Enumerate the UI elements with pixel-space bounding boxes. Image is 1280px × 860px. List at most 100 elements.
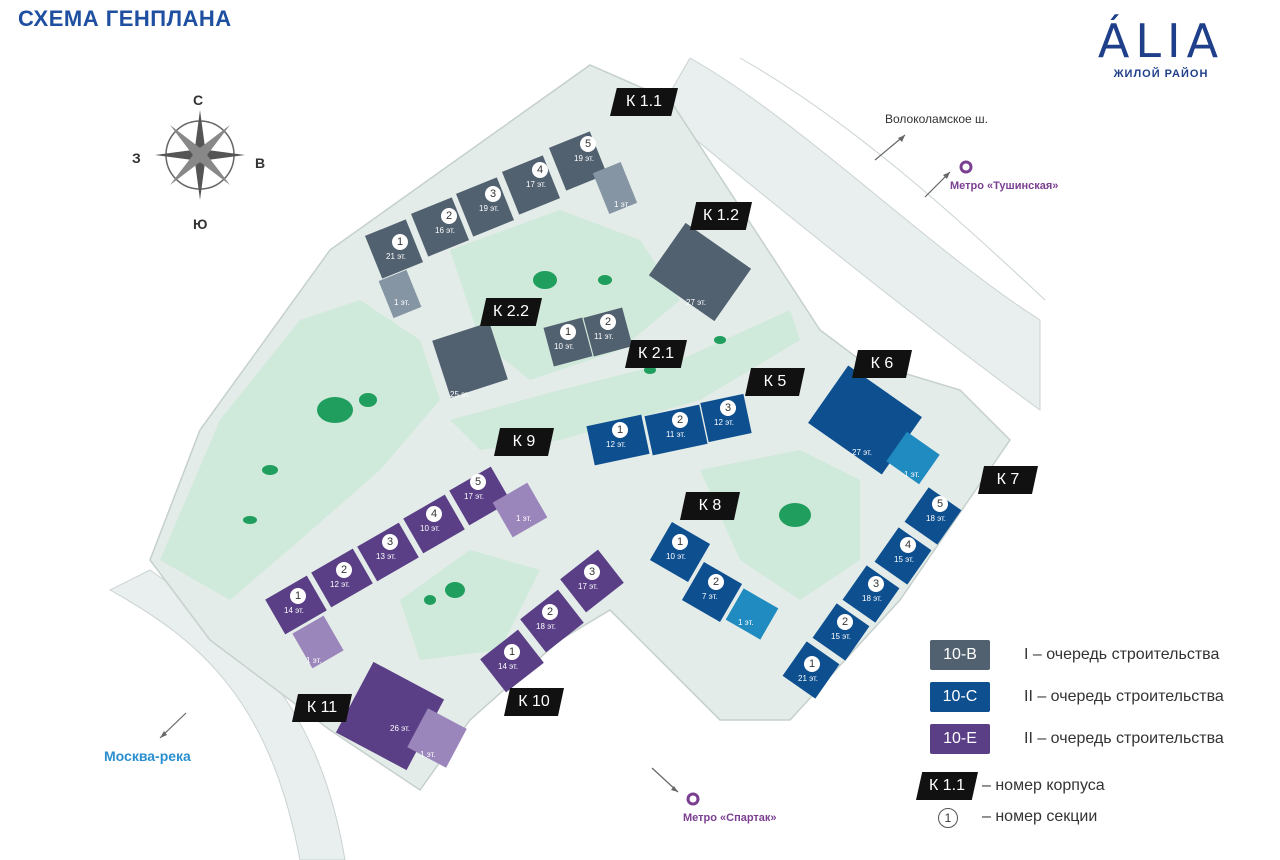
building-floors: 27 эт.: [686, 298, 707, 307]
building-k9: [265, 466, 511, 635]
building-floors: 26 эт.: [390, 724, 411, 733]
section-floors: 17 эт.: [578, 582, 599, 591]
compass-rose: [155, 110, 245, 200]
section-number: 1: [612, 422, 628, 438]
tag-k1-1[interactable]: К 1.1: [610, 88, 678, 116]
section-number: 3: [720, 400, 736, 416]
annex-floors: 1 эт.: [306, 656, 322, 665]
section-floors: 18 эт.: [862, 594, 883, 603]
section-number: 1: [290, 588, 306, 604]
section-number: 4: [532, 162, 548, 178]
legend-tag-example: К 1.1: [916, 772, 978, 800]
annex-floors: 1 эт.: [614, 200, 630, 209]
section-number: 5: [932, 496, 948, 512]
section-number: 3: [485, 186, 501, 202]
section-number: 5: [580, 136, 596, 152]
compass-east: В: [255, 155, 266, 171]
south-courtyard: [400, 550, 540, 660]
section-floors: 16 эт.: [435, 226, 456, 235]
section-floors: 13 эт.: [376, 552, 397, 561]
building-k10: [480, 549, 624, 693]
metro-spartak-label: Метро «Спартак»: [683, 812, 777, 824]
section-number: 3: [584, 564, 600, 580]
section-floors: 17 эт.: [464, 492, 485, 501]
legend-section-text: – номер секции: [982, 808, 1098, 825]
section-floors: 11 эт.: [594, 332, 614, 341]
tag-k1-2[interactable]: К 1.2: [690, 202, 752, 230]
legend-section-example: 1: [938, 808, 958, 828]
section-floors: 15 эт.: [831, 632, 852, 641]
section-number: 1: [672, 534, 688, 550]
section-floors: 10 эт.: [420, 524, 441, 533]
section-number: 5: [470, 474, 486, 490]
section-floors: 11 эт.: [666, 430, 686, 439]
legend-text: I – очередь строительства: [1024, 646, 1220, 663]
section-floors: 19 эт.: [479, 204, 500, 213]
section-floors: 12 эт.: [606, 440, 627, 449]
central-boulevard: [450, 310, 800, 450]
building-floors: 27 эт.: [852, 448, 873, 457]
section-number: 1: [560, 324, 576, 340]
building-k6: [808, 365, 922, 475]
legend-tag-text: – номер корпуса: [982, 777, 1105, 794]
section-number: 4: [426, 506, 442, 522]
annex-floors: 1 эт.: [904, 470, 920, 479]
page-title: СХЕМА ГЕНПЛАНА: [18, 6, 232, 31]
section-floors: 10 эт.: [666, 552, 687, 561]
road-label: Волоколамское ш.: [885, 112, 988, 126]
east-courtyard: [700, 450, 860, 600]
section-floors: 18 эт.: [536, 622, 557, 631]
annex-floors: 1 эт.: [420, 750, 436, 759]
section-floors: 17 эт.: [526, 180, 547, 189]
section-number: 2: [441, 208, 457, 224]
tag-k10[interactable]: К 10: [504, 688, 564, 716]
legend-text: II – очередь строительства: [1024, 730, 1224, 747]
building-k8-s2: [681, 561, 743, 623]
section-floors: 21 эт.: [386, 252, 407, 261]
building-k2-1-s2: [583, 307, 633, 357]
tag-k11[interactable]: К 11: [292, 694, 352, 722]
section-number: 3: [382, 534, 398, 550]
tag-k2-1[interactable]: К 2.1: [625, 340, 687, 368]
legend-badge: 10-C: [930, 682, 990, 712]
building-k5: [586, 393, 752, 466]
logo-subtitle: ЖИЛОЙ РАЙОН: [1113, 68, 1209, 80]
section-number: 4: [900, 537, 916, 553]
building-k2-2: [432, 322, 508, 398]
section-number: 2: [542, 604, 558, 620]
compass-south: Ю: [193, 216, 208, 232]
park-pond: [317, 397, 353, 423]
section-floors: 14 эт.: [498, 662, 519, 671]
section-floors: 12 эт.: [714, 418, 735, 427]
section-number: 3: [868, 576, 884, 592]
metro-tushinskaya-label: Метро «Тушинская»: [950, 180, 1059, 192]
section-number: 2: [837, 614, 853, 630]
tag-k8[interactable]: К 8: [680, 492, 740, 520]
tag-k5[interactable]: К 5: [745, 368, 805, 396]
compass-north: С: [193, 92, 204, 108]
legend-badge: 10-B: [930, 640, 990, 670]
tag-k9[interactable]: К 9: [494, 428, 554, 456]
section-floors: 18 эт.: [926, 514, 947, 523]
section-floors: 10 эт.: [554, 342, 575, 351]
section-floors: 21 эт.: [798, 674, 819, 683]
section-number: 2: [708, 574, 724, 590]
highway-road: [659, 57, 1041, 411]
section-floors: 12 эт.: [330, 580, 351, 589]
building-k2-1-s1: [543, 317, 593, 367]
metro-tushinskaya-icon: [959, 160, 973, 174]
annex-floors: 1 эт.: [738, 618, 754, 627]
building-k1-2: [648, 222, 752, 322]
building-floors: 25 эт.: [450, 390, 471, 399]
section-number: 2: [600, 314, 616, 330]
west-park: [160, 300, 440, 600]
section-floors: 14 эт.: [284, 606, 305, 615]
section-number: 1: [392, 234, 408, 250]
legend-badge: 10-E: [930, 724, 990, 754]
highway-edge: [739, 57, 1046, 301]
building-k8-s1: [649, 521, 711, 583]
logo: ÁLIA ЖИЛОЙ РАЙОН: [1088, 18, 1234, 80]
tag-k7[interactable]: К 7: [978, 466, 1038, 494]
tag-k6[interactable]: К 6: [852, 350, 912, 378]
tag-k2-2[interactable]: К 2.2: [480, 298, 542, 326]
